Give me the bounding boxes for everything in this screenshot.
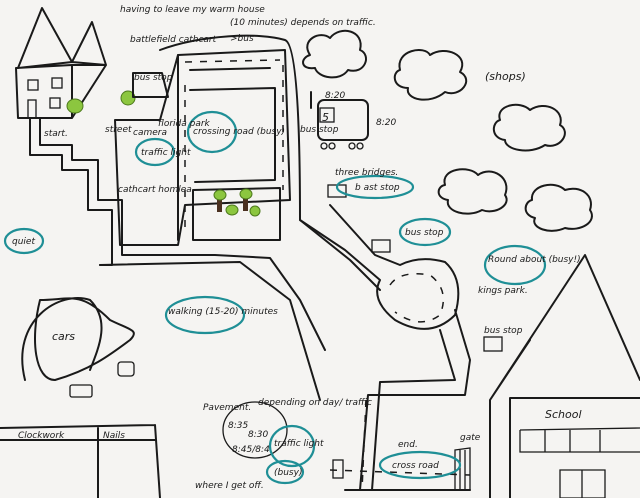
bus-stop-sign-label: bus stop xyxy=(134,73,173,83)
bus-drawing xyxy=(310,91,369,150)
cathcart-label: cathcart homlea xyxy=(118,185,192,195)
walking-label: walking (15-20) minutes xyxy=(168,307,278,317)
roundabout-label: Round about (busy!) xyxy=(488,255,581,265)
trees xyxy=(213,188,261,217)
walking-path xyxy=(29,117,326,351)
end-label: end. xyxy=(398,440,418,450)
street-label: street xyxy=(105,125,132,135)
pavement-label: Pavement. xyxy=(203,403,251,413)
traffic-light-label-2: traffic light xyxy=(274,439,324,449)
time-830: 8:30 xyxy=(248,430,268,440)
battlefield-label: battlefield cathcart xyxy=(130,35,217,45)
school-label: School xyxy=(545,408,582,421)
crossing-label: crossing road (busy) xyxy=(193,127,285,137)
time-note: (10 minutes) depends on traffic. xyxy=(230,18,376,28)
quiet-label: quiet xyxy=(12,237,35,247)
shop-clockwork: Clockwork xyxy=(18,431,65,441)
park-note: florida park xyxy=(158,119,211,129)
bus-number: 5 xyxy=(322,111,329,124)
traffic-light-label-1: traffic light xyxy=(141,148,191,158)
bus-time-top: 8:20 xyxy=(325,91,345,101)
shops-label: (shops) xyxy=(485,70,526,83)
shop-nails: Nails xyxy=(103,431,125,441)
cars-label: cars xyxy=(52,330,75,343)
three-bridges-label: three bridges. xyxy=(335,168,398,178)
gate-label: gate xyxy=(460,433,481,443)
kings-park-label: kings park. xyxy=(478,286,528,296)
bus-stop-label-2: bus stop xyxy=(405,228,444,238)
start-label: start. xyxy=(44,129,68,139)
depending-label: depending on day/ traffic xyxy=(258,398,372,408)
bus-time-side: 8:20 xyxy=(376,118,396,128)
bus-stop-label-3: bus stop xyxy=(484,326,523,336)
cross-road-label: cross road xyxy=(392,461,439,471)
camera-label: camera xyxy=(133,128,167,138)
busy-label: (busy) xyxy=(274,468,302,478)
b-ast-stop-label: b ast stop xyxy=(355,183,400,193)
time-845: 8:45/8:4 xyxy=(232,445,270,455)
bus-arrow-label: >bus xyxy=(230,34,254,44)
time-835: 8:35 xyxy=(228,421,248,431)
house-drawing xyxy=(15,7,107,119)
school-drawing xyxy=(454,254,640,498)
house-note: having to leave my warm house xyxy=(120,5,265,15)
clouds xyxy=(302,29,593,232)
bus-stop-left-label: bus stop xyxy=(300,125,339,135)
where-off-label: where I get off. xyxy=(195,481,264,491)
